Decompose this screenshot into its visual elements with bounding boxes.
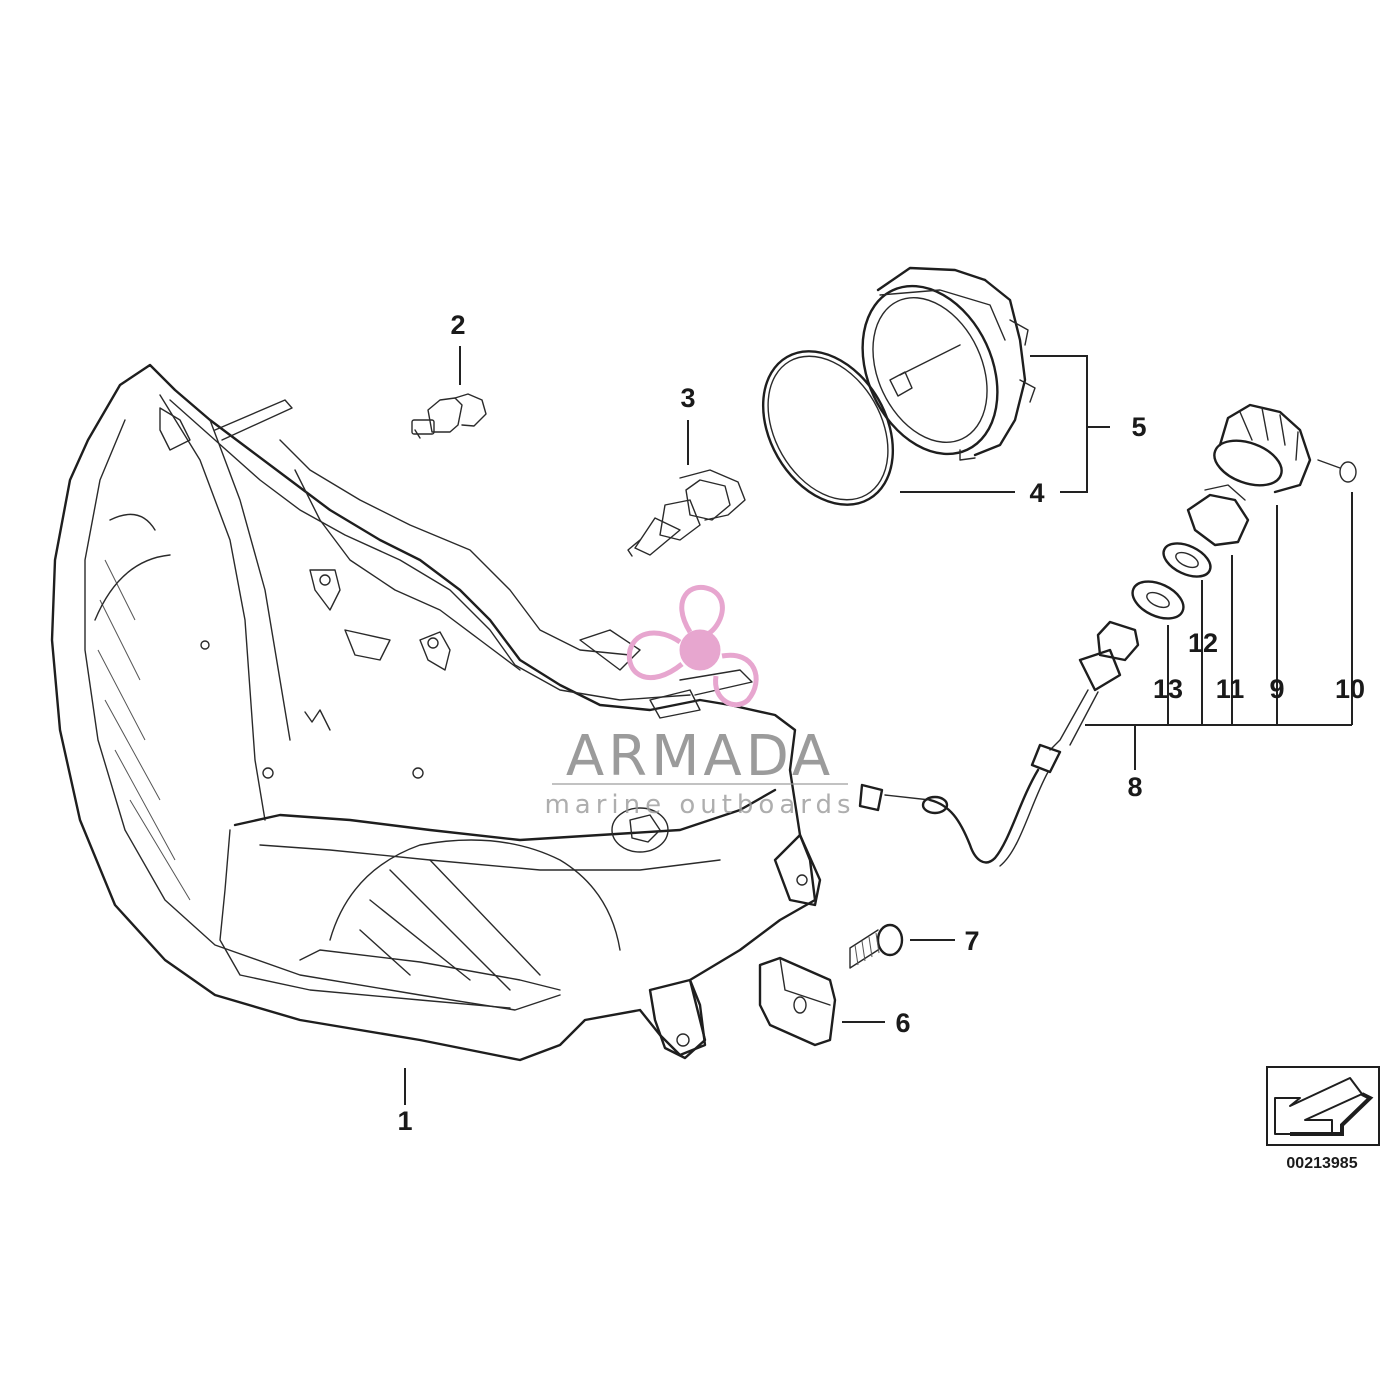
watermark-logo-icon: [626, 584, 759, 708]
parking-light-bulb: [411, 393, 487, 439]
callout-10: 10: [1335, 674, 1365, 704]
callout-4: 4: [1029, 478, 1044, 508]
cover-cap: [861, 266, 1036, 461]
callout-6: 6: [895, 1008, 910, 1038]
callout-11: 11: [1216, 674, 1245, 704]
mounting-screw: [849, 923, 904, 969]
callout-5: 5: [1131, 412, 1146, 442]
reference-number: 00213985: [1286, 1155, 1357, 1172]
watermark-subtitle: marine outboards: [544, 790, 855, 820]
callout-12: 12: [1188, 628, 1218, 658]
watermark: ARMADA marine outboards: [544, 584, 855, 820]
callout-numbers: 1 2 3 4 5 6 7 8 9 10 11 12 13: [397, 310, 1365, 1136]
headlight-housing: [50, 363, 822, 1062]
main-headlight-bulb: [627, 469, 746, 557]
callout-7: 7: [964, 926, 979, 956]
watermark-title: ARMADA: [566, 724, 834, 789]
callout-8: 8: [1127, 772, 1142, 802]
callout-13: 13: [1153, 674, 1183, 704]
washer: [1162, 542, 1212, 578]
wiring-harness: [858, 620, 1140, 867]
gasket: [1131, 580, 1185, 620]
callout-2: 2: [450, 310, 465, 340]
callout-3: 3: [680, 383, 695, 413]
orientation-arrow-box: 00213985: [1266, 1066, 1380, 1172]
leader-lines: [404, 346, 1353, 1105]
socket-housing: [1213, 403, 1312, 494]
nut: [1186, 484, 1250, 547]
callout-1: 1: [397, 1106, 412, 1136]
sealing-ring: [761, 350, 895, 506]
callout-9: 9: [1269, 674, 1284, 704]
screw-small: [1317, 459, 1357, 483]
mounting-clip: [758, 956, 837, 1047]
